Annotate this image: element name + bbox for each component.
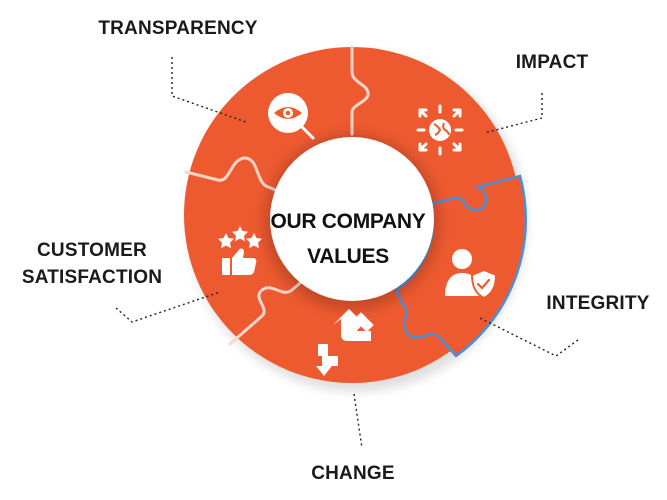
center-disc	[270, 137, 434, 301]
seam-transparency-customer	[184, 156, 287, 196]
label-change: CHANGE	[311, 463, 395, 484]
label-transparency: TRANSPARENCY	[98, 18, 257, 39]
user-shield-icon	[445, 249, 498, 300]
eye-magnifier-icon	[268, 93, 315, 140]
center-title-line2: VALUES	[307, 245, 389, 268]
puzzle-seams	[184, 45, 370, 346]
leader-change	[353, 393, 363, 449]
leader-impact	[483, 93, 543, 134]
globe-expand-icon	[416, 104, 464, 156]
stars-thumbs-up-icon	[218, 226, 262, 275]
label-integrity: INTEGRITY	[546, 293, 649, 314]
leader-integrity	[479, 317, 579, 357]
seam-customer-change	[228, 276, 308, 346]
label-customer-line2: SATISFACTION	[22, 267, 162, 288]
arrows-exchange-icon	[316, 309, 374, 376]
label-impact: IMPACT	[516, 52, 589, 73]
leader-customer	[115, 291, 221, 323]
center-title-line1: OUR COMPANY	[271, 210, 426, 233]
label-customer-line1: CUSTOMER	[37, 240, 147, 261]
seam-transparency-impact	[350, 45, 370, 136]
leader-transparency	[171, 57, 247, 123]
